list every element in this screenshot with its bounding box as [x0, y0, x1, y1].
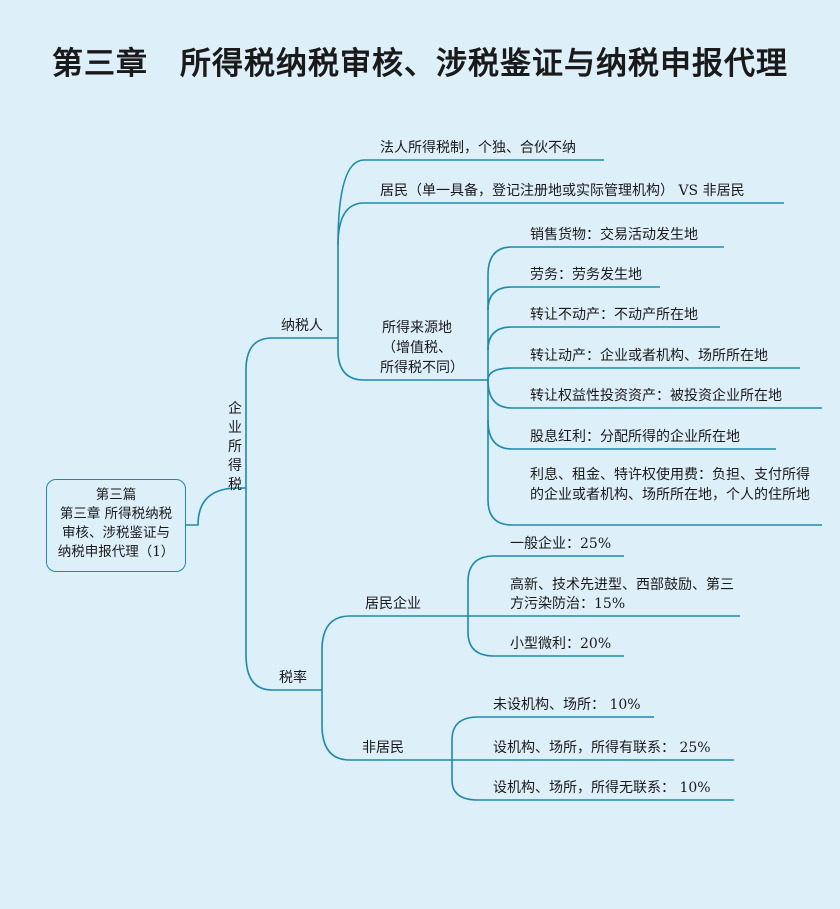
- node-taxpayer-item-2: 居民（单一具备，登记注册地或实际管理机构） VS 非居民: [380, 183, 745, 199]
- resident-rate-general: 一般企业：25%: [510, 536, 612, 552]
- resident-rate-small-profit: 小型微利：20%: [510, 636, 612, 652]
- node-tax-rate: 税率: [279, 670, 307, 686]
- source-item-goods: 销售货物：交易活动发生地: [530, 227, 698, 243]
- node-taxpayer-item-1: 法人所得税制，个独、合伙不纳: [380, 140, 576, 156]
- nonresident-rate-connected-income: 设机构、场所，所得有联系： 25%: [493, 740, 711, 756]
- root-line-1: 第三篇: [95, 487, 137, 503]
- root-node: 第三篇 第三章 所得税纳税 审核、涉税鉴证与 纳税申报代理（1）: [46, 479, 186, 572]
- page-title: 第三章 所得税纳税审核、涉税鉴证与纳税申报代理: [52, 46, 788, 82]
- node-taxpayer: 纳税人: [281, 318, 323, 334]
- node-source-line-1: 所得来源地: [382, 320, 452, 336]
- source-item-movable-property: 转让动产：企业或者机构、场所所在地: [530, 348, 768, 364]
- branch-corporate-income-tax: 企业所得税: [228, 401, 242, 493]
- root-line-2: 第三章 所得税纳税: [59, 506, 173, 522]
- node-source-line-2: （增值税、: [382, 340, 452, 356]
- node-resident-enterprise: 居民企业: [365, 596, 421, 612]
- source-item-equity-investment: 转让权益性投资资产：被投资企业所在地: [530, 388, 782, 404]
- source-item-dividends: 股息红利：分配所得的企业所在地: [530, 429, 740, 445]
- nonresident-rate-unconnected-income: 设机构、场所，所得无联系： 10%: [493, 780, 711, 796]
- root-line-4: 纳税申报代理（1）: [57, 544, 175, 560]
- source-item-real-estate: 转让不动产：不动产所在地: [530, 307, 698, 323]
- resident-rate-high-tech: 高新、技术先进型、西部鼓励、第三方污染防治：15%: [510, 577, 734, 612]
- nonresident-rate-no-establishment: 未设机构、场所： 10%: [493, 697, 641, 713]
- node-source-line-3: 所得税不同）: [380, 360, 464, 376]
- root-line-3: 审核、涉税鉴证与: [62, 525, 170, 541]
- source-item-interest-rent-royalty: 利息、租金、特许权使用费：负担、支付所得的企业或者机构、场所所在地，个人的住所地: [530, 467, 810, 503]
- node-non-resident: 非居民: [362, 740, 404, 756]
- source-item-services: 劳务：劳务发生地: [530, 267, 642, 283]
